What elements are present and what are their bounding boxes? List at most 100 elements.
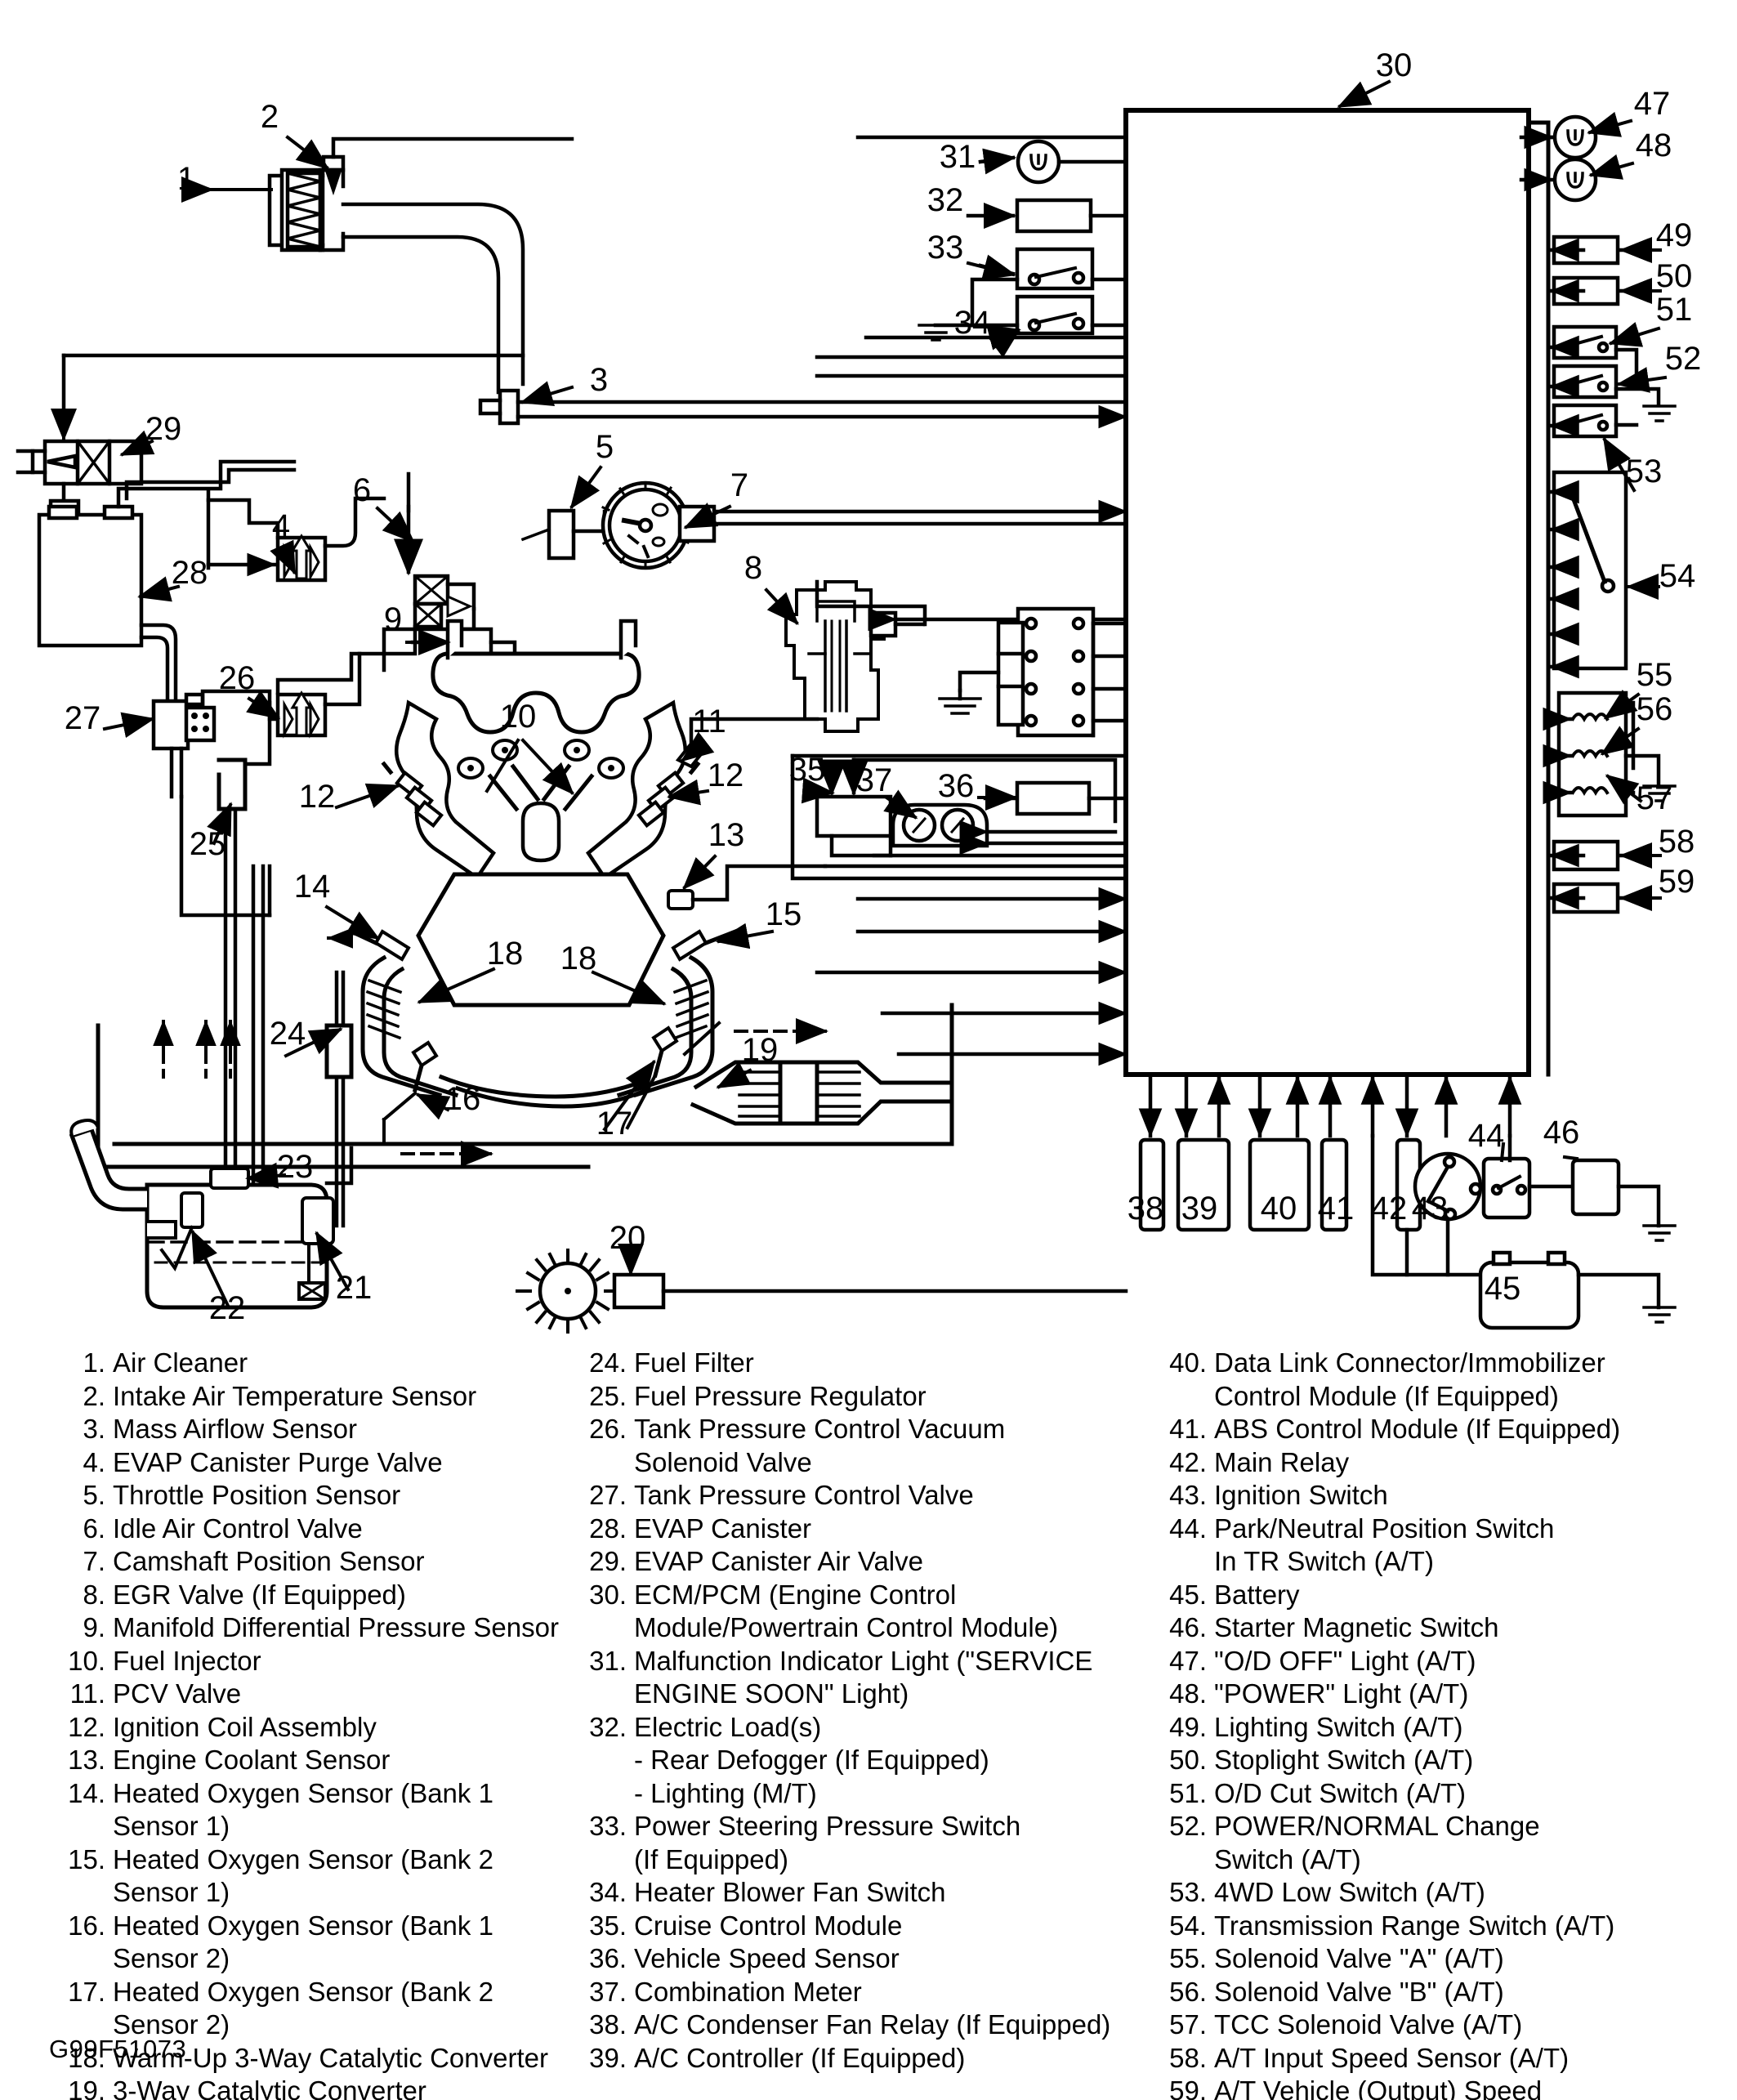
callout-number-35: 35 — [789, 752, 826, 788]
legend-item-number: 14. — [68, 1777, 105, 1808]
callout-number-23: 23 — [277, 1149, 314, 1185]
diagram-svg: 1234567891011121213141516171818192021222… — [16, 47, 1701, 1334]
legend-item: 37.Combination Meter — [580, 1976, 1154, 2009]
legend-item-number: 43. — [1169, 1480, 1207, 1510]
legend-item: 46.Starter Magnetic Switch — [1160, 1611, 1677, 1645]
legend-item-label: Idle Air Control Valve — [113, 1512, 363, 1544]
legend-item: 59. A/T Vehicle (Output) Speed Sensor (A/… — [1160, 2075, 1677, 2100]
callout-number-56: 56 — [1637, 691, 1673, 727]
callout-number-13: 13 — [708, 817, 745, 853]
legend-item-label: Transmission Range Switch (A/T) — [1214, 1910, 1615, 1941]
legend-item-number: 40. — [1169, 1347, 1207, 1378]
legend-item: 16.Heated Oxygen Sensor (Bank 1 Sensor 2… — [59, 1910, 572, 1976]
mass-airflow-sensor — [478, 388, 1128, 429]
callout-number-18: 18 — [560, 941, 597, 976]
legend-item: 25.Fuel Pressure Regulator — [580, 1380, 1154, 1414]
legend-item-number: 39. — [589, 2042, 627, 2073]
legend-item-number: 6. — [83, 1512, 105, 1544]
legend-item: 56.Solenoid Valve "B" (A/T) — [1160, 1976, 1677, 2009]
legend-item-number: 31. — [589, 1645, 627, 1676]
legend-item-label: Air Cleaner — [113, 1347, 248, 1378]
legend-item: 54.Transmission Range Switch (A/T) — [1160, 1910, 1677, 1943]
legend-item: 5.Throttle Position Sensor — [59, 1479, 572, 1512]
callout-number-37: 37 — [856, 762, 893, 798]
legend-item: 39.A/C Controller (If Equipped) — [580, 2042, 1154, 2075]
legend-item-label: A/C Condenser Fan Relay (If Equipped) — [634, 2009, 1111, 2040]
legend-item-label: Engine Coolant Sensor — [113, 1745, 391, 1775]
legend-item-number: 52. — [1169, 1811, 1207, 1841]
callout-number-14: 14 — [294, 869, 331, 905]
legend-item: 15.Heated Oxygen Sensor (Bank 2 Sensor 1… — [59, 1843, 572, 1910]
legend-item-label: Solenoid Valve "B" (A/T) — [1214, 1976, 1504, 2007]
callout-number-41: 41 — [1318, 1191, 1355, 1226]
legend-item-number: 8. — [83, 1579, 105, 1610]
legend-item-number: 47. — [1169, 1645, 1207, 1676]
legend-item-label: Fuel Pressure Regulator — [634, 1380, 927, 1411]
legend-item-number: 4. — [83, 1446, 105, 1477]
legend-item: 4.EVAP Canister Purge Valve — [59, 1446, 572, 1480]
legend-item: 13.Engine Coolant Sensor — [59, 1744, 572, 1777]
legend-item-label: Ignition Coil Assembly — [113, 1711, 377, 1742]
legend-item-number: 9. — [83, 1612, 105, 1642]
legend-item: 24.Fuel Filter — [580, 1347, 1154, 1380]
ecm-bottom-devices — [1138, 1072, 1677, 1330]
legend-item: 53.4WD Low Switch (A/T) — [1160, 1876, 1677, 1910]
legend-item: 51.O/D Cut Switch (A/T) — [1160, 1777, 1677, 1811]
legend-item-label: Fuel Injector — [113, 1645, 261, 1676]
legend-item-label: 4WD Low Switch (A/T) — [1214, 1877, 1485, 1907]
legend-item-label: A/T Vehicle (Output) Speed Sensor (A/T) — [1214, 2075, 1543, 2100]
legend-item-number: 24. — [589, 1347, 627, 1378]
legend-item: 36.Vehicle Speed Sensor — [580, 1942, 1154, 1976]
legend-item: 1.Air Cleaner — [59, 1347, 572, 1380]
legend-item: 27.Tank Pressure Control Valve — [580, 1479, 1154, 1512]
legend-item-number: 27. — [589, 1480, 627, 1510]
evap-canister-purge-valve — [206, 488, 386, 583]
legend-item: 48."POWER" Light (A/T) — [1160, 1678, 1677, 1711]
callout-number-12: 12 — [299, 779, 336, 815]
callout-number-55: 55 — [1637, 657, 1673, 693]
legend-item-number: 45. — [1169, 1579, 1207, 1610]
legend-item-label: Heated Oxygen Sensor (Bank 1 Sensor 1) — [113, 1777, 493, 1842]
legend-item-label: Tank Pressure Control Valve — [634, 1480, 974, 1510]
legend-item: 6.Idle Air Control Valve — [59, 1512, 572, 1546]
callout-number-2: 2 — [261, 99, 279, 135]
legend-item-number: 25. — [589, 1380, 627, 1411]
callout-number-34: 34 — [954, 305, 991, 341]
legend-item-number: 59. — [1169, 2075, 1207, 2100]
callout-number-32: 32 — [927, 182, 964, 218]
power-light — [1519, 157, 1598, 203]
legend-item-number: 12. — [68, 1711, 105, 1742]
connector-block — [938, 606, 1128, 738]
legend-item-label: Electric Load(s) - Rear Defogger (If Equ… — [634, 1711, 989, 1808]
callout-number-5: 5 — [596, 429, 614, 465]
legend-item: 8.EGR Valve (If Equipped) — [59, 1579, 572, 1612]
evap-canister — [37, 459, 297, 648]
legend-item-label: EVAP Canister Air Valve — [634, 1546, 923, 1576]
legend-item: 26.Tank Pressure Control Vacuum Solenoid… — [580, 1413, 1154, 1479]
callout-number-30: 30 — [1376, 47, 1413, 83]
callout-number-38: 38 — [1127, 1191, 1164, 1226]
legend-item-label: "POWER" Light (A/T) — [1214, 1678, 1469, 1709]
legend-item-number: 15. — [68, 1843, 105, 1874]
legend-item-label: Data Link Connector/Immobilizer Control … — [1214, 1347, 1605, 1411]
callout-number-27: 27 — [65, 700, 101, 736]
legend-item: 30.ECM/PCM (Engine Control Module/Powert… — [580, 1579, 1154, 1645]
legend-item-label: Intake Air Temperature Sensor — [113, 1380, 477, 1411]
callout-number-18: 18 — [487, 936, 524, 972]
legend-item: 18.Warm-Up 3-Way Catalytic Converter — [59, 2042, 572, 2075]
legend-item-label: Heated Oxygen Sensor (Bank 1 Sensor 2) — [113, 1910, 493, 1974]
legend-item-number: 30. — [589, 1579, 627, 1610]
legend-item: 28.EVAP Canister — [580, 1512, 1154, 1546]
legend-item-label: Starter Magnetic Switch — [1214, 1612, 1499, 1642]
callout-number-51: 51 — [1656, 292, 1693, 328]
callout-number-29: 29 — [145, 411, 182, 447]
callout-number-49: 49 — [1656, 217, 1693, 253]
callout-number-44: 44 — [1468, 1118, 1505, 1154]
legend-item-number: 42. — [1169, 1446, 1207, 1477]
idle-air-control-valve — [382, 471, 476, 672]
callout-number-11: 11 — [692, 704, 726, 739]
lighting-switch — [1549, 235, 1649, 266]
legend-item-label: Battery — [1214, 1579, 1300, 1610]
power-normal-change-switch — [1549, 364, 1661, 407]
